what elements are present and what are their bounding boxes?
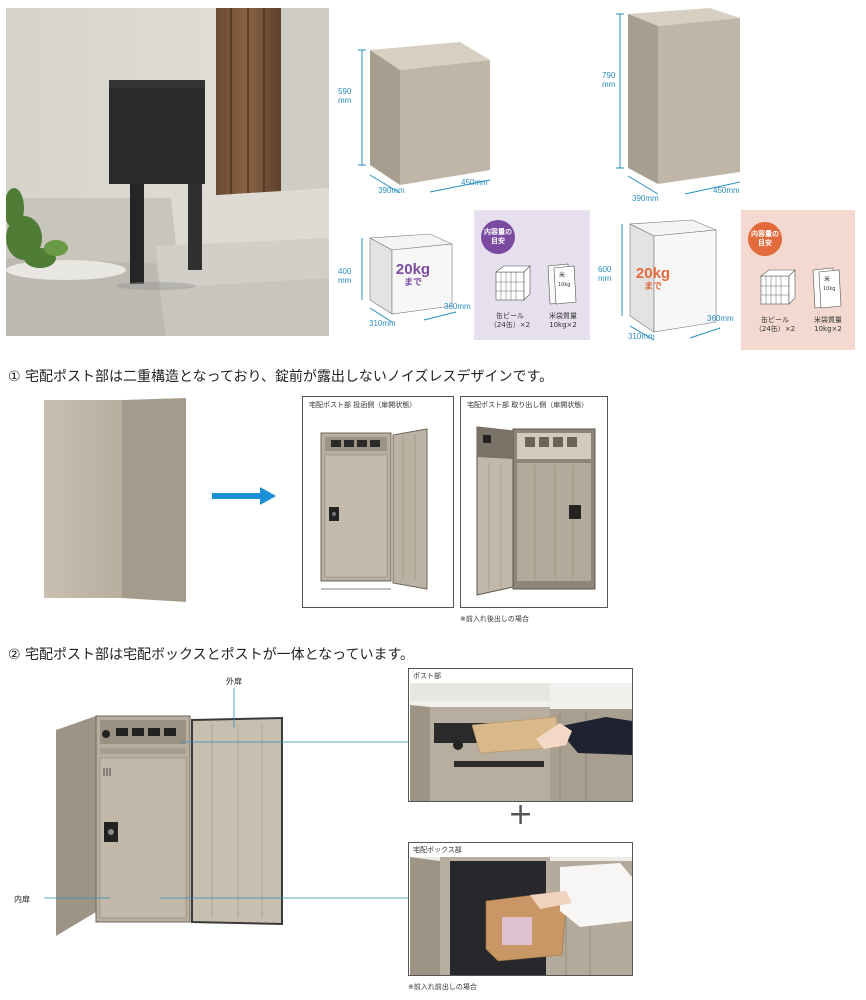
delivery-box-open-image	[56, 715, 283, 936]
post-insert-image	[410, 683, 632, 801]
beer-cans-icon	[495, 265, 531, 301]
post-section-frame: ポスト部	[408, 668, 633, 802]
rice-bag-icon	[812, 267, 842, 309]
beer-caption: 缶ビール（24缶）×2	[489, 312, 531, 330]
box-section-frame: 宅配ボックス部	[408, 842, 633, 976]
closed-box-image	[44, 398, 186, 602]
exterior-photo	[6, 8, 329, 336]
frame-label: ポスト部	[413, 672, 441, 680]
section1-heading: ① 宅配ポスト部は二重構造となっており、錠前が露出しないノイズレスデザインです。	[8, 369, 554, 385]
frame-label: 宅配ポスト部 投函側（扉開状態）	[309, 401, 417, 409]
outer-door-label: 外扉	[226, 677, 242, 686]
small-inner-width: 310mm	[369, 319, 396, 328]
large-box-width: 390mm	[632, 194, 659, 203]
beer-cans-icon	[760, 269, 796, 305]
small-inner-diagram	[361, 233, 457, 323]
small-inner-depth: 360mm	[444, 302, 471, 311]
small-box-depth: 450mm	[461, 178, 488, 187]
capacity-badge: 内容量の 目安	[481, 220, 515, 254]
post-side-open-image	[320, 428, 428, 590]
arrow-right-icon	[212, 487, 276, 505]
small-inner-capacity: 20kg まで	[395, 261, 431, 287]
rice-bag-text: 10kg	[823, 286, 836, 292]
pickup-side-open-frame: 宅配ポスト部 取り出し側（扉開状態）	[460, 396, 608, 608]
small-box-width: 390mm	[378, 186, 405, 195]
section2-heading: ② 宅配ポスト部は宅配ボックスとポストが一体となっています。	[8, 647, 415, 663]
large-inner-width: 310mm	[628, 332, 655, 341]
large-inner-depth: 360mm	[707, 314, 734, 323]
small-box-diagram	[358, 42, 491, 194]
large-box-diagram	[616, 8, 741, 195]
box-insert-image	[410, 857, 632, 975]
section2-note: ※前入れ前出しの場合	[408, 983, 477, 991]
large-inner-capacity: 20kg まで	[635, 265, 671, 291]
rice-bag-mark: 米	[559, 272, 566, 279]
rice-bag-mark: 米	[824, 276, 831, 283]
section1-note: ※前入れ後出しの場合	[460, 615, 529, 623]
capacity-badge: 内容量の 目安	[748, 222, 782, 256]
beer-caption: 缶ビール（24缶）×2	[754, 316, 796, 334]
rice-bag-icon	[547, 263, 577, 305]
inner-door-label: 内扉	[14, 895, 30, 904]
plus-icon: +	[508, 797, 534, 832]
rice-bag-text: 10kg	[558, 282, 571, 288]
post-side-open-frame: 宅配ポスト部 投函側（扉開状態）	[302, 396, 454, 608]
frame-label: 宅配ポスト部 取り出し側（扉開状態）	[467, 401, 589, 409]
pickup-side-open-image	[476, 426, 596, 596]
frame-label: 宅配ボックス部	[413, 846, 462, 854]
large-inner-diagram	[621, 219, 721, 341]
large-box-depth: 450mm	[713, 186, 740, 195]
